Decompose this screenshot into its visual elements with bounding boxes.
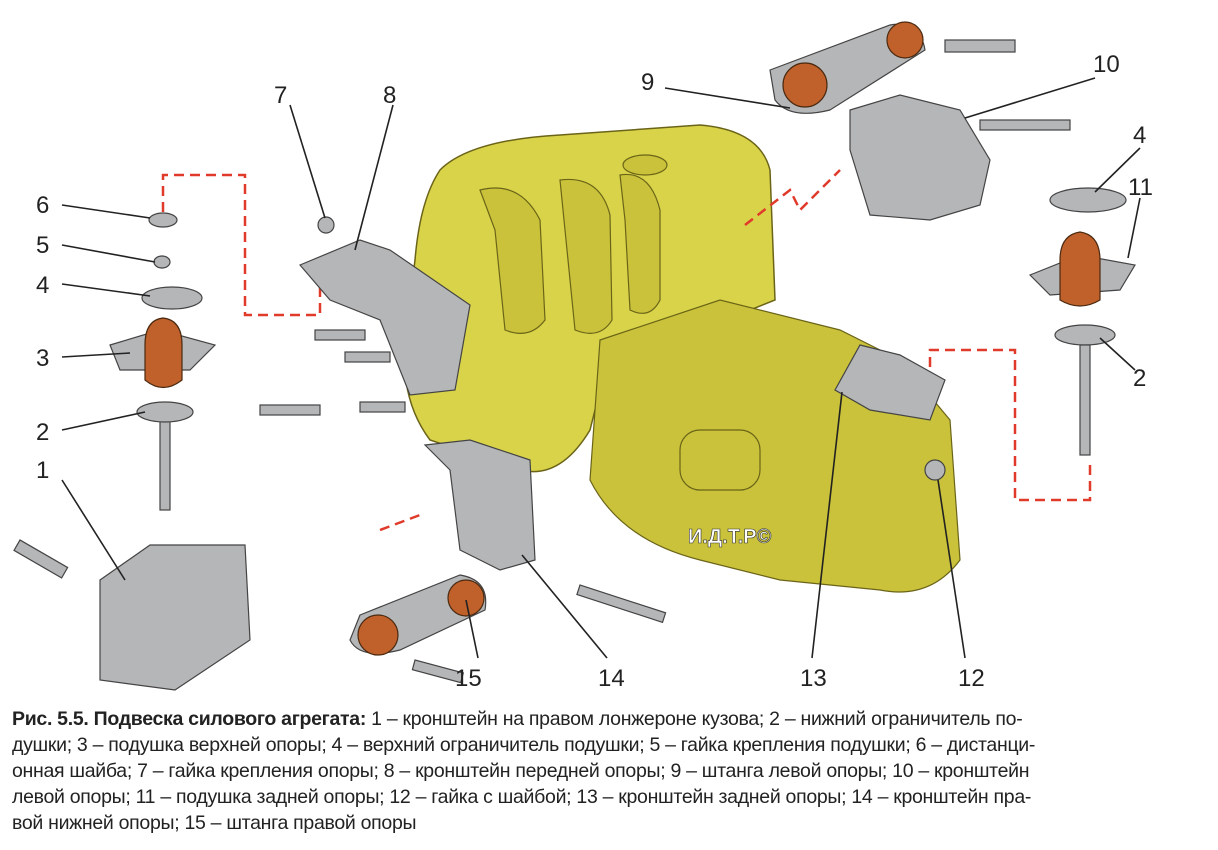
caption-line-5: вой нижней опоры; 15 – штанга правой опо… bbox=[12, 812, 417, 834]
label-7: 7 bbox=[274, 82, 287, 109]
label-2-left: 2 bbox=[36, 419, 49, 446]
label-15: 15 bbox=[455, 665, 482, 692]
label-10: 10 bbox=[1093, 51, 1120, 78]
label-4-right: 4 bbox=[1133, 122, 1146, 149]
watermark: И.Д.Т.Р© bbox=[688, 526, 772, 548]
label-12: 12 bbox=[958, 665, 985, 692]
caption-line-3: онная шайба; 7 – гайка крепления опоры; … bbox=[12, 760, 1030, 782]
label-14: 14 bbox=[598, 665, 625, 692]
left-mount-rod-and-bracket bbox=[744, 21, 1071, 226]
label-8: 8 bbox=[383, 82, 396, 109]
caption-text: 1 – кронштейн на правом лонжероне кузова… bbox=[366, 708, 1023, 730]
caption-line-4: левой опоры; 11 – подушка задней опоры; … bbox=[12, 786, 1032, 808]
label-2-right: 2 bbox=[1133, 365, 1146, 392]
figure-caption: Рис. 5.5. Подвеска силового агрегата: 1 … bbox=[12, 706, 1212, 836]
label-9: 9 bbox=[641, 69, 654, 96]
label-6: 6 bbox=[36, 192, 49, 219]
label-1: 1 bbox=[36, 457, 49, 484]
left-mount-parts bbox=[13, 173, 322, 691]
power-unit-suspension-diagram: И.Д.Т.Р© bbox=[13, 21, 1153, 692]
caption-line-1: Рис. 5.5. Подвеска силового агрегата: 1 … bbox=[12, 706, 1212, 732]
leader-lines bbox=[61, 77, 1141, 659]
right-lower-mount-parts bbox=[349, 439, 667, 684]
caption-title: Рис. 5.5. Подвеска силового агрегата: bbox=[12, 708, 367, 730]
caption-line-2: душки; 3 – подушка верхней опоры; 4 – ве… bbox=[12, 734, 1036, 756]
front-bracket bbox=[259, 216, 471, 416]
label-11: 11 bbox=[1128, 174, 1153, 201]
part-number-labels: 1 2 3 4 5 6 7 8 9 10 4 11 2 12 13 14 15 bbox=[36, 51, 1153, 692]
rear-mount-parts bbox=[834, 187, 1136, 502]
label-4-left: 4 bbox=[36, 272, 49, 299]
label-3: 3 bbox=[36, 345, 49, 372]
label-5: 5 bbox=[36, 232, 49, 259]
label-13: 13 bbox=[800, 665, 827, 692]
